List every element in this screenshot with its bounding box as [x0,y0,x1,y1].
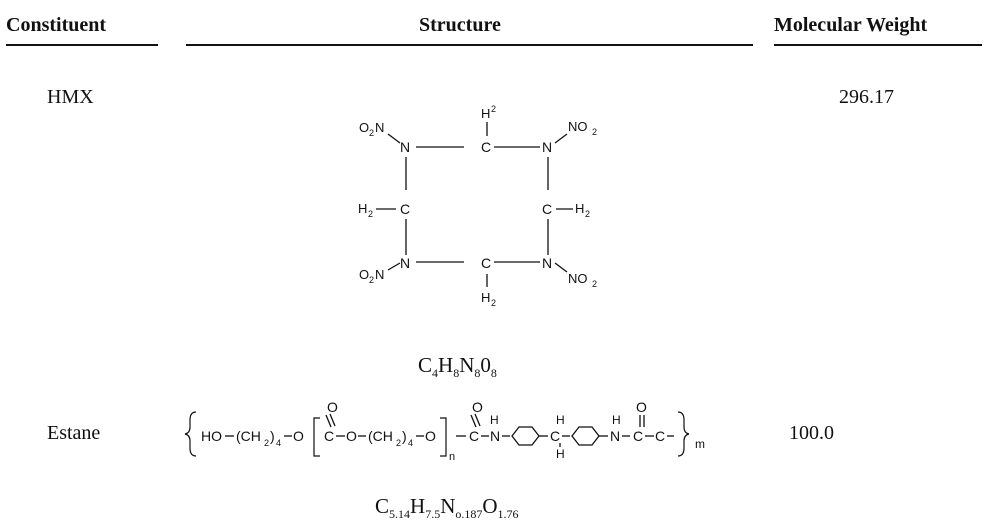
estane-h-2: H [556,413,565,427]
estane-sub4-a: 4 [276,438,281,448]
estane-n-subscript: n [449,451,455,463]
estane-c-3: C [550,428,560,444]
estane-o-c: O [425,428,436,444]
hmx-ml-h-sub: 2 [368,209,373,219]
estane-n-2: N [610,428,620,444]
estane-ho: HO [201,428,222,444]
hmx-bl-o-sub: 2 [369,275,374,285]
header-constituent: Constituent [6,14,107,36]
estane-ch2-b: (CH [368,428,393,444]
estane-c-2: C [469,428,479,444]
estane-ch2-b-sub: 2 [396,438,401,448]
hmx-c-right: C [542,201,552,217]
estane-o-carbonyl-2: O [472,399,483,415]
hmx-top-h-sub: 2 [491,104,496,114]
estane-ch2-b-close: ) [402,428,407,444]
hmx-br-no: NO [568,271,588,286]
hmx-bl-o: O [359,267,369,282]
hmx-bottom-h-sub: 2 [491,298,496,308]
estane-m-subscript: m [695,437,705,451]
estane-c-1: C [324,428,334,444]
estane-ch2-a-close: ) [270,428,275,444]
estane-o-b: O [346,428,357,444]
estane-h-1: H [490,413,499,427]
estane-c-4: C [633,428,643,444]
header-underline-structure [186,44,753,46]
hmx-tr-no: NO [568,119,588,134]
molecular-weight-hmx: 296.17 [839,86,894,108]
cyclohexane-ring-2 [571,426,600,446]
hmx-ml-h: H [358,201,367,216]
hmx-n1: N [400,139,410,155]
formula-estane: C5.14H7.5No.187O1.76 [375,494,519,521]
estane-c-5: C [655,428,665,444]
hmx-tl-n: N [375,120,384,135]
hmx-c-bottom: C [481,255,491,271]
constituent-name-hmx: HMX [47,86,94,108]
estane-n-1: N [490,428,500,444]
estane-structure: HO (CH 2 ) 4 O O C O (CH 2 ) 4 O n O C H… [184,399,705,463]
hmx-structure: H 2 O 2 N N C N NO 2 H 2 C C H 2 O 2 N [358,104,597,308]
cyclohexane-ring-1 [511,426,540,446]
hmx-br-no-sub: 2 [592,279,597,289]
hmx-bottom-h: H [481,290,490,305]
constituent-name-estane: Estane [47,422,101,444]
hmx-c-left: C [400,201,410,217]
hmx-c-top: C [481,139,491,155]
header-underline-constituent [6,44,158,46]
hmx-bl-n: N [375,267,384,282]
header-molecular-weight: Molecular Weight [774,14,928,36]
estane-h-4: H [612,413,621,427]
estane-o-carbonyl-1: O [327,399,338,415]
estane-o-a: O [293,428,304,444]
estane-o-carbonyl-3: O [636,399,647,415]
hmx-n3: N [400,255,410,271]
hmx-tr-no-sub: 2 [592,127,597,137]
estane-ch2-a: (CH [236,428,261,444]
header-structure: Structure [419,14,501,36]
hmx-n2: N [542,139,552,155]
estane-sub4-b: 4 [408,438,413,448]
formula-hmx: C4H8N808 [418,353,497,380]
header-underline-molecular-weight [774,44,982,46]
hmx-n4: N [542,255,552,271]
molecular-weight-estane: 100.0 [789,422,834,444]
hmx-mr-h: H [575,201,584,216]
hmx-top-h: H [481,106,490,121]
estane-ch2-a-sub: 2 [264,438,269,448]
estane-h-3: H [556,447,565,461]
hmx-tl-o: O [359,120,369,135]
hmx-tl-o-sub: 2 [369,128,374,138]
hmx-mr-h-sub: 2 [585,209,590,219]
